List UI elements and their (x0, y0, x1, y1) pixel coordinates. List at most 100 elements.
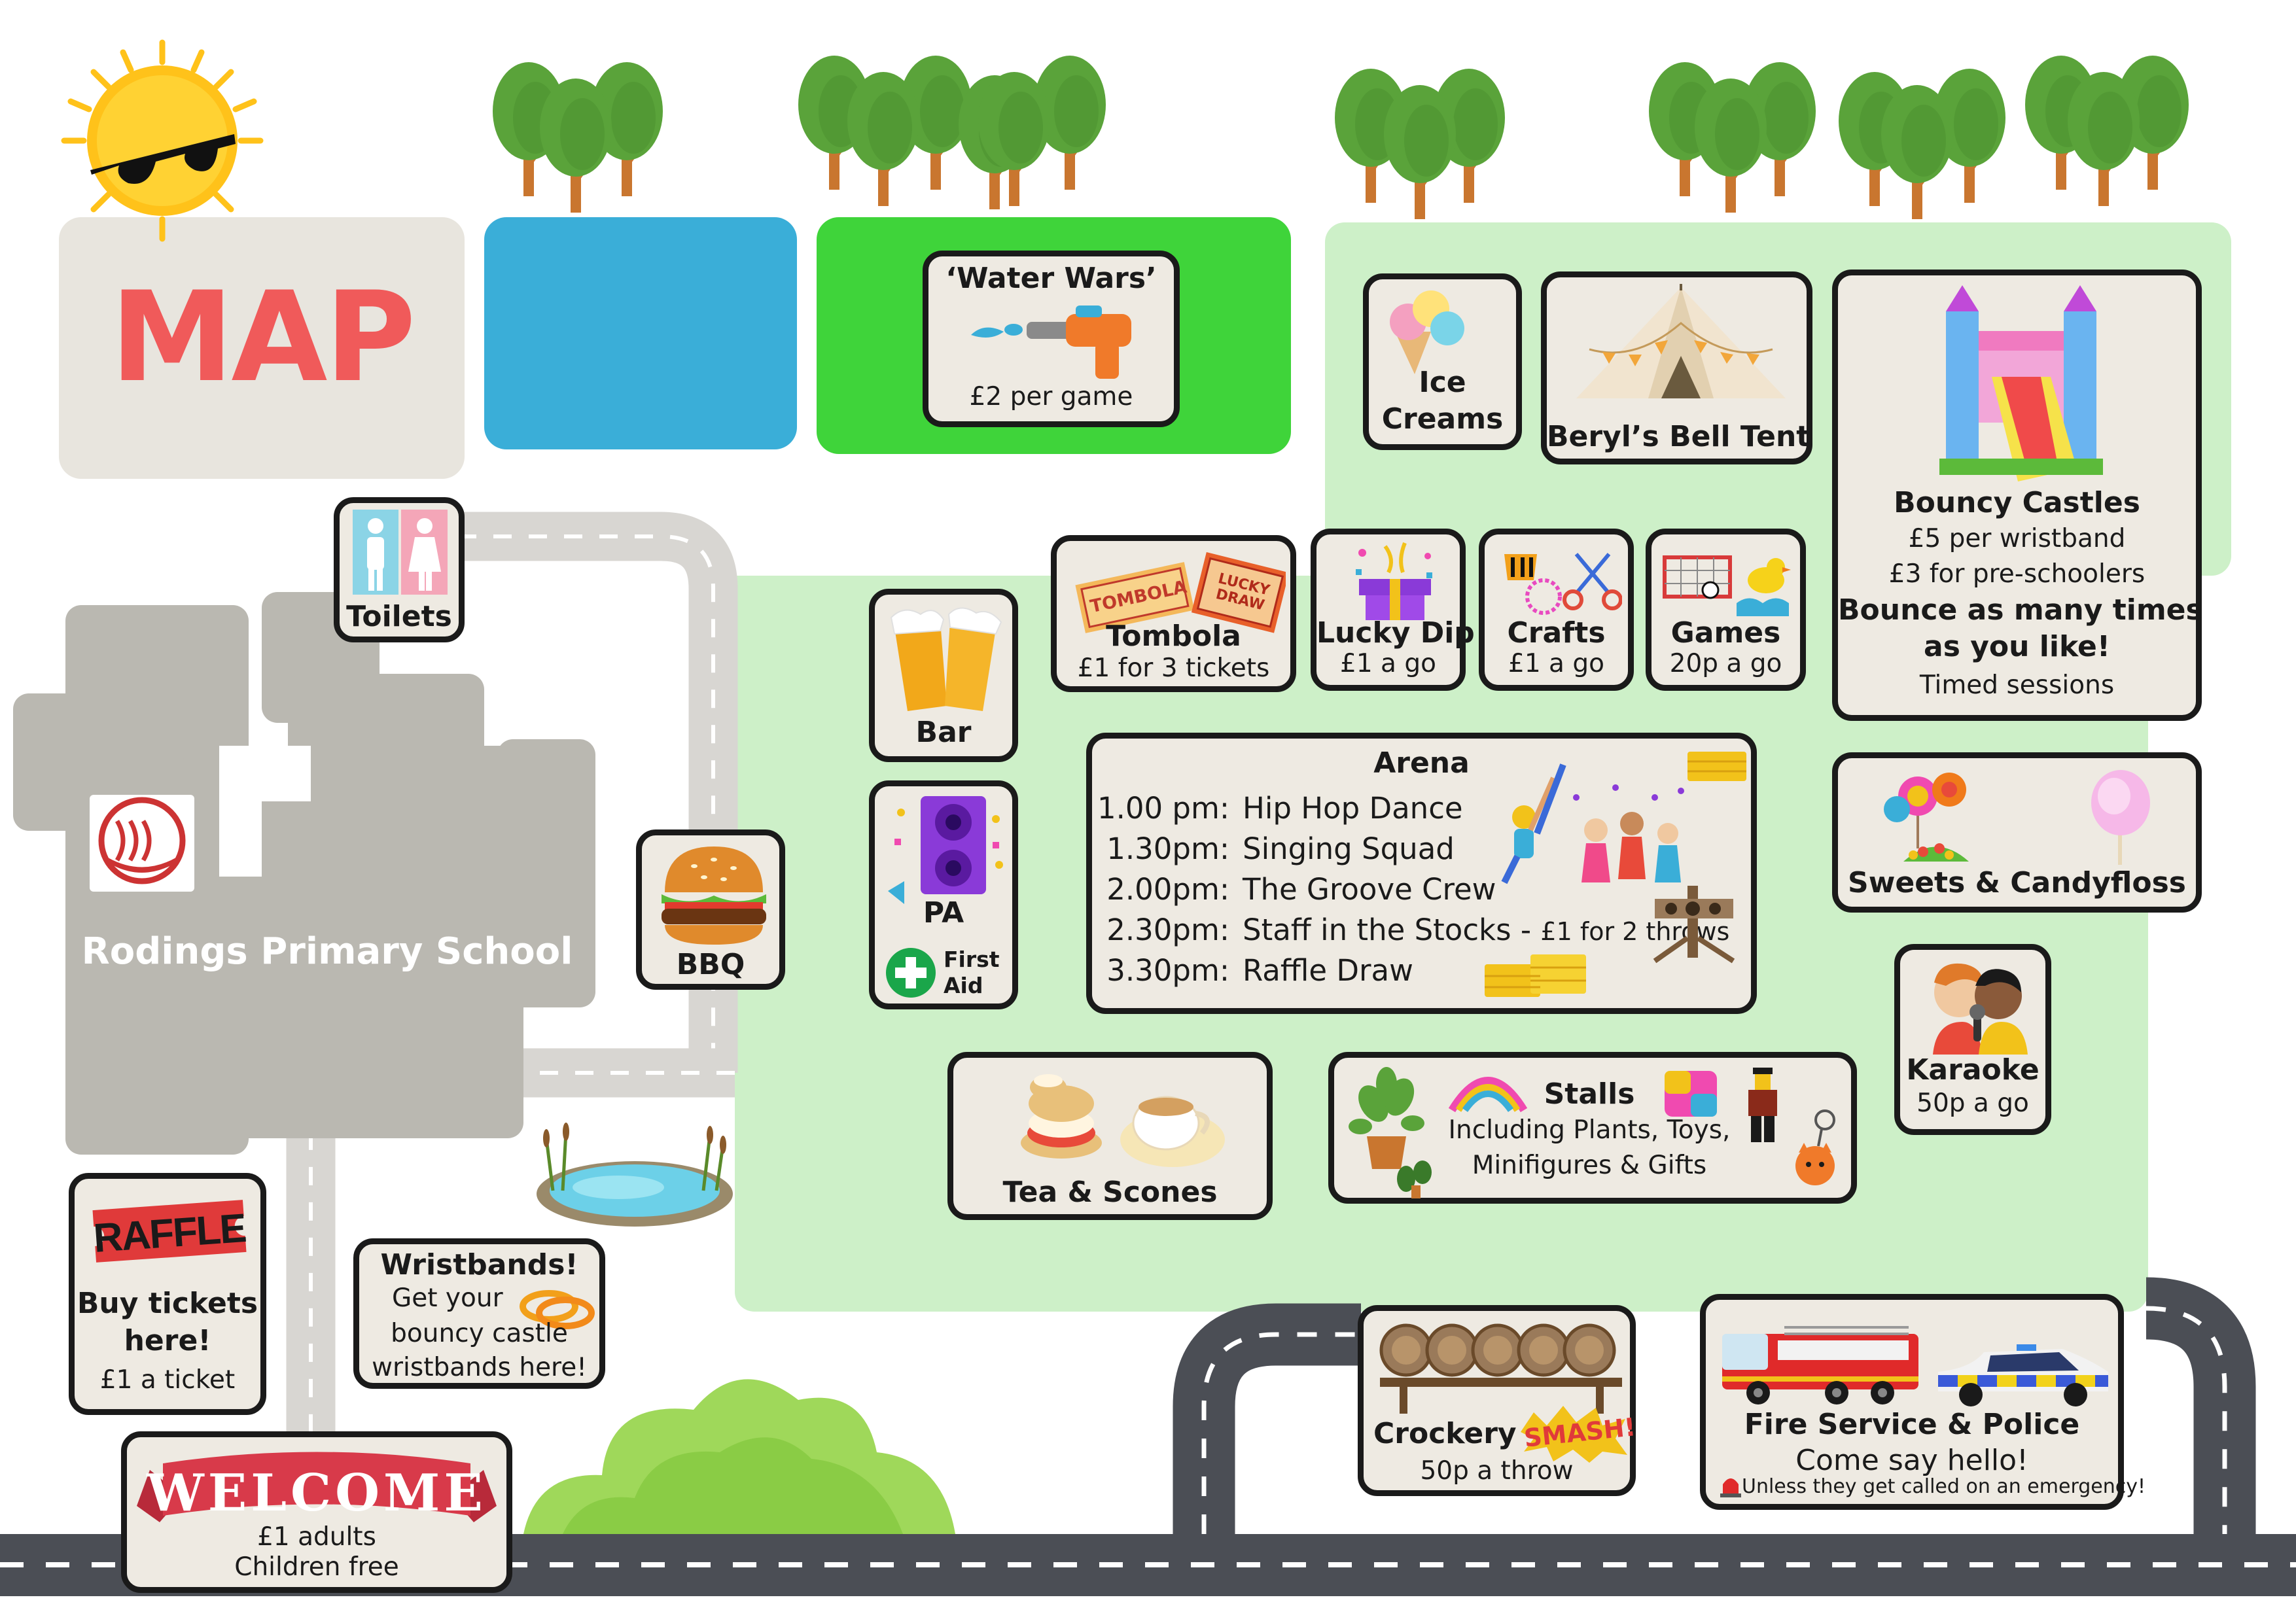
tea-scones-icon (1021, 1074, 1225, 1167)
fire-police-card[interactable]: Fire Service & Police Come say hello! Un… (1700, 1294, 2146, 1510)
ice-creams-card[interactable]: Ice Creams (1363, 273, 1522, 450)
arena-time: 2.30pm: (1106, 913, 1229, 947)
games-title: Games (1670, 616, 1781, 650)
tombola-card[interactable]: TOMBOLA LUCKY DRAW Tombola £1 for 3 tick… (1051, 535, 1296, 692)
sweets-label: Sweets & Candyfloss (1848, 866, 2186, 899)
karaoke-icon (1933, 963, 2028, 1055)
bouncy-line5: Timed sessions (1919, 671, 2115, 700)
karaoke-price: 50p a go (1916, 1089, 2029, 1118)
burger-icon (662, 846, 766, 945)
ticket-icon (1075, 551, 1286, 633)
crockery-card[interactable]: Crockery SMASH! 50p a throw (1358, 1305, 1637, 1496)
raffle-line1: Buy tickets (77, 1287, 258, 1320)
first-aid-line2: Aid (944, 973, 983, 998)
arena-event: Hip Hop Dance (1243, 791, 1463, 826)
bouncy-line2: £3 for pre-schoolers (1888, 559, 2146, 589)
wristband-icon (520, 1290, 595, 1329)
welcome-card[interactable]: WELCOME £1 adults Children free (121, 1431, 512, 1593)
stalls-card[interactable]: Stalls Including Plants, Toys, Minifigur… (1328, 1052, 1857, 1204)
wristbands-line1: Get your (392, 1283, 503, 1313)
fire-police-title: Fire Service & Police (1744, 1408, 2080, 1441)
sweets-card[interactable]: Sweets & Candyfloss (1832, 752, 2202, 913)
arena-card[interactable]: Arena 1.00 pm: Hip Hop Dance 1.30pm: Singi… (1086, 733, 1757, 1014)
welcome-line2: Children free (234, 1552, 399, 1582)
bouncy-castles-card[interactable]: Bouncy Castles £5 per wristband £3 for p… (1832, 270, 2203, 721)
lucky-dip-title: Lucky Dip (1316, 616, 1475, 650)
arena-title: Arena (1373, 746, 1470, 780)
lucky-dip-price: £1 a go (1340, 649, 1436, 678)
crockery-price: 50p a throw (1420, 1456, 1574, 1486)
crafts-card[interactable]: Crafts £1 a go (1479, 529, 1634, 691)
police-car-icon (1938, 1344, 2108, 1406)
toilet-icon (353, 510, 448, 595)
bell-tent-icon (1576, 284, 1786, 398)
stalls-line2: Minifigures & Gifts (1472, 1151, 1707, 1180)
raffle-card[interactable]: RAFFLE Buy tickets here! £1 a ticket (69, 1173, 266, 1415)
raffle-line2: here! (124, 1324, 211, 1357)
pond-icon (537, 1123, 733, 1227)
candy-icon (1884, 770, 2150, 865)
welcome-banner-icon (137, 1452, 497, 1522)
raffle-ticket-icon (92, 1200, 247, 1263)
pa-first-aid-card[interactable]: PA First Aid (869, 780, 1018, 1009)
arena-row-4: 2.30pm:Staff in the Stocks - £1 for 2 th… (1092, 913, 1729, 947)
stocks-icon (1653, 886, 1735, 964)
fire-engine-icon (1722, 1326, 1918, 1405)
arena-row-5: 3.30pm:Raffle Draw (1092, 953, 1413, 988)
bush-icon (523, 1379, 955, 1534)
games-card[interactable]: Games 20p a go (1646, 529, 1806, 691)
tea-scones-card[interactable]: Tea & Scones (947, 1052, 1273, 1220)
siren-icon (1720, 1478, 1741, 1497)
school-name: Rodings Primary School (81, 930, 573, 973)
map-title-panel (59, 217, 465, 479)
pop-it-toy-icon (1665, 1071, 1717, 1117)
arena-time: 1.00 pm: (1097, 791, 1229, 826)
arena-time: 2.00pm: (1106, 872, 1229, 907)
lucky-dip-card[interactable]: Lucky Dip £1 a go (1311, 529, 1475, 691)
ice-creams-line1: Ice (1419, 366, 1466, 399)
tombola-price: £1 for 3 tickets (1077, 654, 1270, 683)
first-aid-line1: First (944, 947, 1000, 972)
viking-ship-logo-icon (98, 797, 186, 884)
minifigure-icon (1748, 1068, 1777, 1142)
beer-icon (890, 607, 1002, 711)
bouncy-line4: as you like! (1924, 630, 2110, 663)
bell-tent-card[interactable]: Beryl’s Bell Tent (1541, 271, 1812, 464)
arena-time: 3.30pm: (1106, 953, 1229, 988)
fire-police-line1: Come say hello! (1795, 1444, 2028, 1477)
ice-creams-line2: Creams (1381, 402, 1504, 436)
gift-box-icon (1356, 542, 1432, 620)
bbq-card[interactable]: BBQ (636, 829, 785, 990)
crafts-title: Crafts (1507, 616, 1606, 650)
crafts-price: £1 a go (1508, 649, 1604, 678)
dancers-icon (1501, 752, 1746, 884)
wristbands-card[interactable]: Wristbands! Get your bouncy castle wrist… (353, 1238, 605, 1389)
water-wars-card[interactable]: ‘Water Wars’ £2 per game (923, 251, 1180, 427)
plant-icon (1349, 1067, 1432, 1198)
games-icon (1663, 555, 1791, 616)
toilets-card[interactable]: Toilets (334, 497, 465, 642)
arena-time: 1.30pm: (1106, 831, 1229, 866)
games-price: 20p a go (1669, 649, 1782, 678)
tea-scones-label: Tea & Scones (1002, 1176, 1218, 1209)
map-title: MAP (110, 265, 415, 410)
ice-cream-icon (1390, 290, 1464, 374)
plates-icon (1379, 1323, 1622, 1414)
karaoke-title: Karaoke (1906, 1053, 2040, 1087)
bar-label: Bar (915, 716, 972, 749)
tombola-title: Tombola (1106, 620, 1241, 653)
karaoke-card[interactable]: Karaoke 50p a go (1894, 944, 2051, 1135)
bouncy-line3: Bounce as many times (1838, 593, 2203, 627)
bbq-label: BBQ (676, 948, 745, 981)
water-wars-title: ‘Water Wars’ (945, 262, 1157, 295)
arena-event: Singing Squad (1243, 831, 1455, 866)
bar-card[interactable]: Bar (869, 589, 1018, 762)
water-wars-price: £2 per game (969, 382, 1133, 411)
sun-icon (61, 39, 264, 242)
water-pistol-icon (971, 305, 1131, 379)
welcome-line1: £1 adults (257, 1522, 376, 1552)
arena-row-1: 1.00 pm: Hip Hop Dance (1092, 791, 1463, 826)
trees (0, 0, 2296, 222)
bouncy-title: Bouncy Castles (1894, 486, 2140, 519)
